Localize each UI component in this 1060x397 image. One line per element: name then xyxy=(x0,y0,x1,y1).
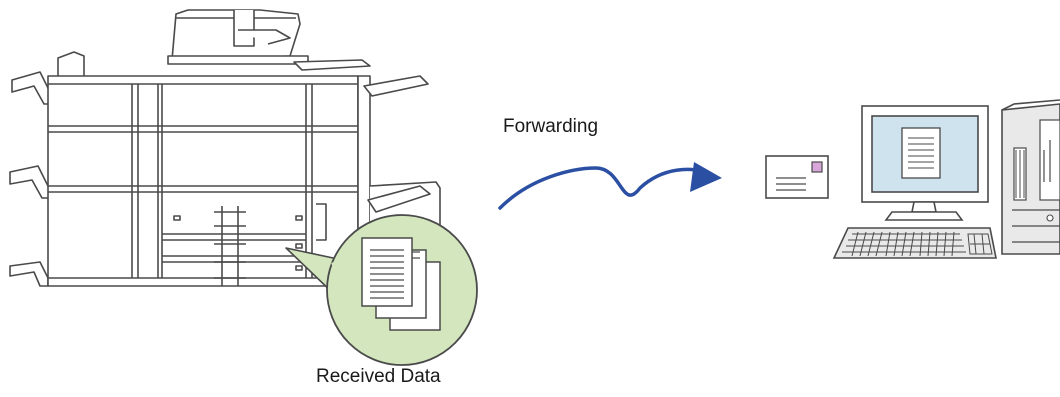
control-panel xyxy=(293,59,371,71)
keyboard-keys xyxy=(842,231,993,257)
printer-top-deck xyxy=(57,51,85,79)
received-data-bubble xyxy=(285,214,478,366)
left-output-trays xyxy=(9,71,53,287)
right-output-trays xyxy=(363,75,431,213)
document-feeder xyxy=(167,9,309,65)
paper-lift xyxy=(214,206,246,286)
printer-icon xyxy=(9,9,441,287)
curved-arrow-icon xyxy=(498,162,722,210)
document-stack-icon xyxy=(361,237,441,331)
keyboard xyxy=(832,227,997,259)
desktop-computer-icon xyxy=(832,99,1060,259)
received-data-label: Received Data xyxy=(316,366,441,387)
envelope-icon xyxy=(765,155,829,199)
forwarding-label: Forwarding xyxy=(503,116,599,137)
